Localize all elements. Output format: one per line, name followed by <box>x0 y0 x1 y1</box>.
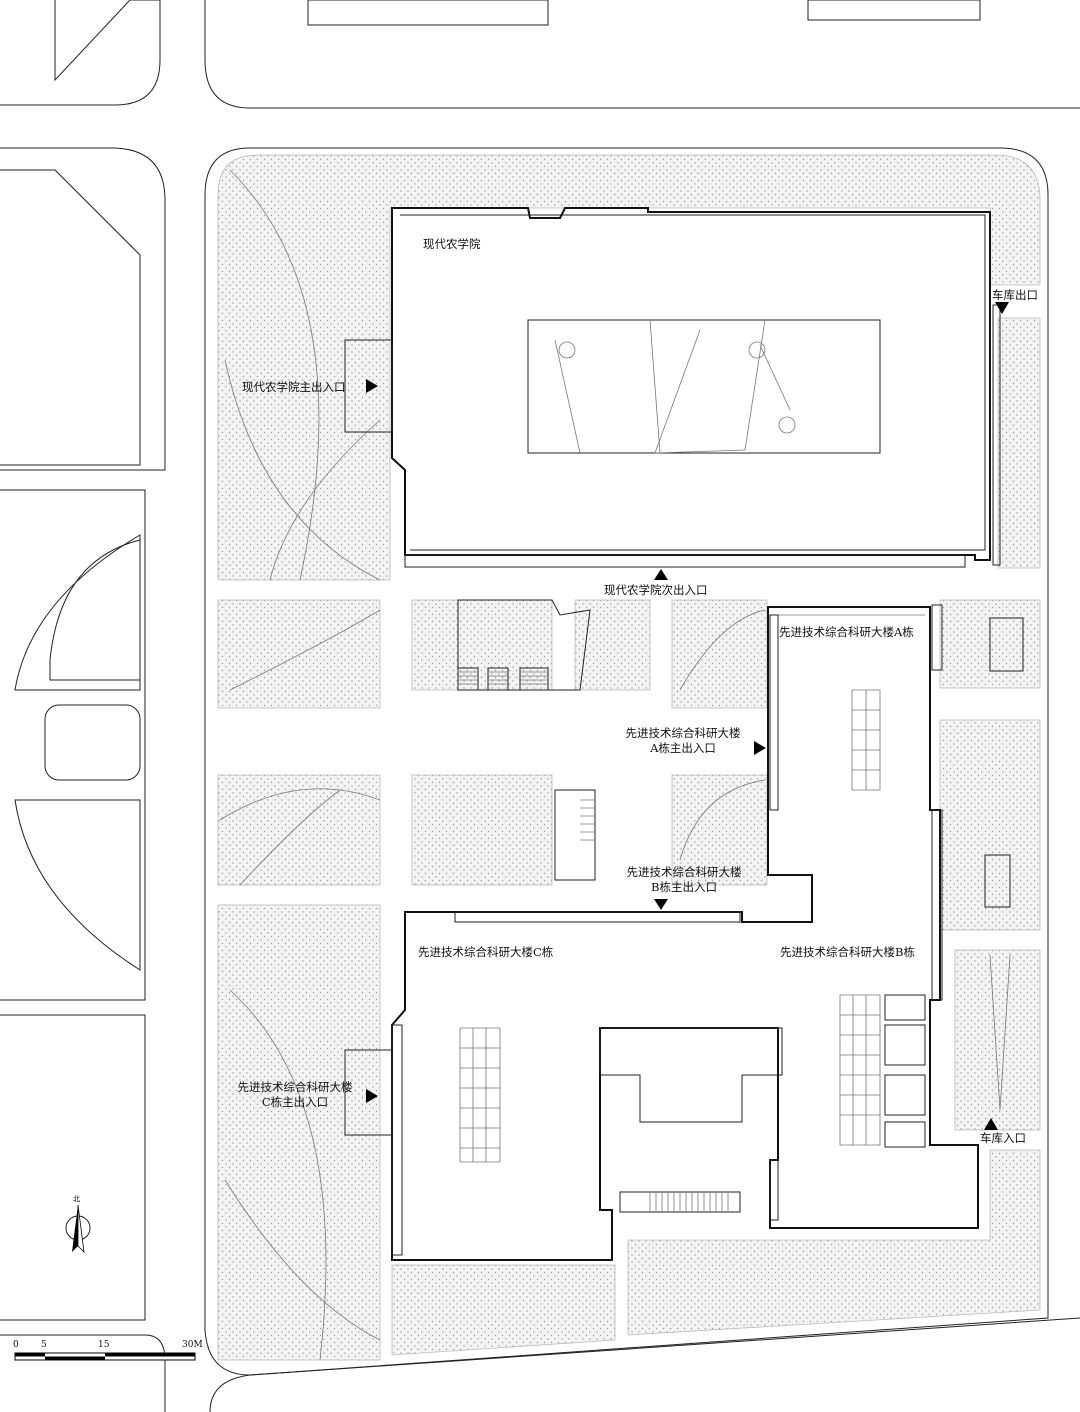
label-building-a-entrance-line2: A栋主出入口 <box>650 741 716 755</box>
label-building-a-entrance-line1: 先进技术综合科研大楼 <box>625 726 741 740</box>
arrow-building-c <box>366 1089 378 1103</box>
site-boundary <box>204 147 1049 1376</box>
label-building-b-entrance-line2: B栋主出入口 <box>651 880 717 894</box>
label-building-b: 先进技术综合科研大楼B栋 <box>780 945 915 959</box>
stair-elements <box>457 599 596 881</box>
minor-structures <box>984 617 1024 908</box>
landscape-curves <box>219 169 1011 1361</box>
modern-agri-college-building[interactable] <box>344 207 1001 568</box>
label-modern-agri-college: 现代农学院 <box>423 237 481 251</box>
research-building-abc[interactable] <box>344 604 979 1261</box>
arrow-modern-agri-secondary <box>654 569 668 580</box>
label-garage-exit: 车库出口 <box>992 288 1038 302</box>
label-building-b-entrance-line1: 先进技术综合科研大楼 <box>626 865 742 879</box>
label-building-c: 先进技术综合科研大楼C栋 <box>418 945 554 959</box>
arrow-building-b <box>654 899 668 910</box>
scale-bar <box>14 1352 196 1361</box>
label-garage-entrance: 车库入口 <box>980 1131 1026 1145</box>
label-building-c-entrance: 先进技术综合科研大楼 C栋主出入口 <box>226 1080 364 1110</box>
label-modern-agri-main-entrance: 现代农学院主出入口 <box>242 380 346 394</box>
label-building-c-entrance-line1: 先进技术综合科研大楼 <box>237 1080 353 1094</box>
arrow-garage-exit <box>995 302 1009 314</box>
scale-tick-15: 15 <box>98 1340 110 1350</box>
scale-tick-0: 0 <box>13 1340 19 1350</box>
arrow-modern-agri-main <box>366 379 378 393</box>
label-building-a: 先进技术综合科研大楼A栋 <box>779 625 914 639</box>
scale-tick-5: 5 <box>41 1340 47 1350</box>
arrow-building-a <box>754 741 766 755</box>
arrow-garage-entrance <box>984 1118 998 1130</box>
label-building-b-entrance: 先进技术综合科研大楼 B栋主出入口 <box>615 865 753 895</box>
north-arrow-icon <box>65 1204 91 1254</box>
scale-tick-30m: 30M <box>182 1340 203 1350</box>
paving-zones <box>217 154 1041 1361</box>
entrance-arrows <box>366 302 1009 1130</box>
label-building-c-entrance-line2: C栋主出入口 <box>261 1095 329 1109</box>
label-modern-agri-secondary-entrance: 现代农学院次出入口 <box>604 583 708 597</box>
label-north: 北 <box>73 1195 80 1203</box>
label-building-a-entrance: 先进技术综合科研大楼 A栋主出入口 <box>614 726 752 756</box>
